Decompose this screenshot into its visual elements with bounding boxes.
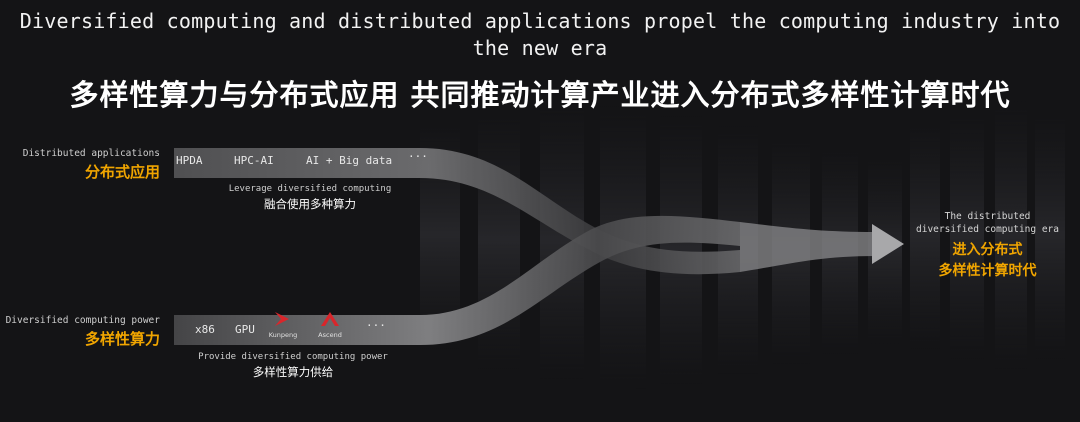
- applications-caption-en: Leverage diversified computing: [228, 184, 392, 194]
- app-item-hpda: HPDA: [176, 154, 203, 167]
- applications-caption: Leverage diversified computing 融合使用多种算力: [200, 184, 420, 212]
- result-label: The distributed diversified computing er…: [905, 210, 1070, 282]
- computing-label: Diversified computing power 多样性算力: [5, 315, 160, 349]
- computing-caption: Provide diversified computing power 多样性算…: [183, 352, 403, 380]
- compute-item-more: ···: [366, 319, 386, 332]
- applications-label-en: Distributed applications: [22, 148, 160, 159]
- computing-label-en: Diversified computing power: [5, 315, 160, 326]
- kunpeng-icon: [275, 312, 289, 326]
- compute-item-x86: x86: [195, 323, 215, 336]
- applications-label-zh: 分布式应用: [84, 163, 160, 181]
- kunpeng-logo: Kunpeng: [266, 310, 300, 339]
- arrow-icon: [872, 224, 904, 264]
- ascend-logo: Ascend: [313, 310, 347, 339]
- computing-caption-zh: 多样性算力供给: [252, 365, 334, 379]
- kunpeng-logo-text: Kunpeng: [268, 331, 298, 339]
- app-item-more: ···: [408, 150, 428, 163]
- computing-band: [174, 215, 740, 345]
- title-chinese: 多样性算力与分布式应用 共同推动计算产业进入分布式多样性计算时代: [69, 78, 1011, 112]
- applications-label: Distributed applications 分布式应用: [20, 148, 160, 182]
- ascend-logo-text: Ascend: [318, 331, 342, 339]
- result-en-line2: diversified computing era: [916, 224, 1059, 235]
- computing-caption-en: Provide diversified computing power: [198, 352, 388, 362]
- result-zh-line2: 多样性计算时代: [938, 263, 1037, 279]
- result-zh-line1: 进入分布式: [952, 242, 1023, 258]
- merged-flow: [740, 222, 875, 272]
- app-item-hpc-ai: HPC-AI: [234, 154, 274, 167]
- title-english: Diversified computing and distributed ap…: [19, 9, 1061, 60]
- applications-caption-zh: 融合使用多种算力: [264, 197, 356, 211]
- result-en-line1: The distributed: [944, 211, 1031, 222]
- computing-label-zh: 多样性算力: [84, 330, 160, 348]
- ascend-icon: [321, 312, 339, 326]
- compute-item-gpu: GPU: [235, 323, 255, 336]
- app-item-ai-big-data: AI + Big data: [306, 154, 393, 167]
